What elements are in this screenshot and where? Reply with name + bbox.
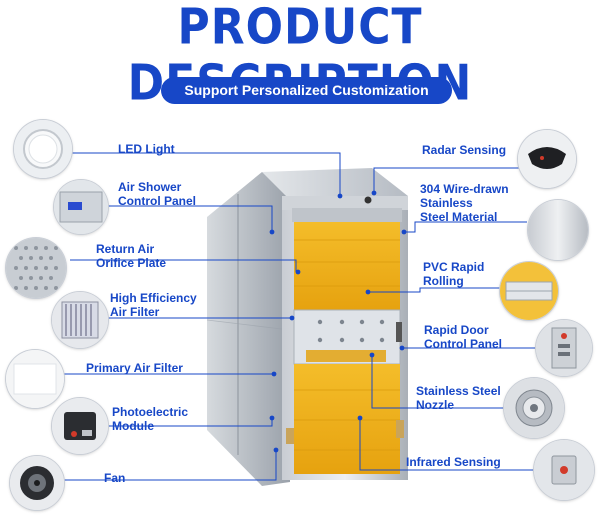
label-fan: Fan	[104, 471, 126, 485]
radar-dome-icon	[518, 130, 576, 188]
control-panel-icon	[54, 180, 108, 234]
label-photoelectric: Photoelectric Module	[112, 405, 189, 433]
blower-fan-icon	[10, 456, 64, 510]
label-radar: Radar Sensing	[422, 143, 507, 157]
steel-sheet-icon	[528, 200, 588, 260]
label-return-air-plate: Return Air Orifice Plate	[96, 242, 167, 270]
mesh-plate-icon	[6, 238, 66, 298]
label-infrared: Infrared Sensing	[406, 455, 501, 469]
air-shower-panel-thumb	[54, 180, 108, 234]
label-steel-304: 304 Wire-drawn Stainless Steel Material	[420, 182, 509, 224]
infrared-thumb	[534, 440, 594, 500]
label-nozzle: Stainless Steel Nozzle	[416, 384, 501, 412]
filter-sheet-icon	[6, 350, 64, 408]
fan-thumb	[10, 456, 64, 510]
return-air-plate-thumb	[6, 238, 66, 298]
pleated-filter-icon	[52, 292, 108, 348]
pvc-rolling-thumb	[500, 262, 558, 320]
photoelectric-thumb	[52, 398, 108, 454]
subtitle-badge: Support Personalized Customization	[161, 77, 452, 104]
booth-roof	[262, 168, 408, 200]
label-door-panel: Rapid Door Control Panel	[424, 323, 503, 351]
button-panel-icon	[536, 320, 592, 376]
label-air-shower-panel: Air Shower Control Panel	[118, 180, 197, 208]
infrared-sensor-icon	[534, 440, 594, 500]
label-led-light: LED Light	[118, 142, 175, 156]
led-light-thumb	[14, 120, 72, 178]
door-panel-thumb	[536, 320, 592, 376]
pvc-door-upper	[294, 222, 400, 310]
led-disc-icon	[14, 120, 72, 178]
nozzle-thumb	[504, 378, 564, 438]
nozzle-icon	[504, 378, 564, 438]
hepa-filter-thumb	[52, 292, 108, 348]
label-pvc-rolling: PVC Rapid Rolling	[423, 260, 485, 288]
pvc-door-lower	[294, 364, 400, 474]
radar-thumb	[518, 130, 576, 188]
radar-sensor-dot	[364, 196, 372, 204]
primary-filter-thumb	[6, 350, 64, 408]
steel-thumb	[528, 200, 588, 260]
sensor-module-icon	[52, 398, 108, 454]
label-hepa-filter: High Efficiency Air Filter	[110, 291, 197, 319]
label-primary-filter: Primary Air Filter	[86, 361, 183, 375]
roller-icon	[500, 262, 558, 320]
booth-side-wall	[207, 172, 290, 486]
